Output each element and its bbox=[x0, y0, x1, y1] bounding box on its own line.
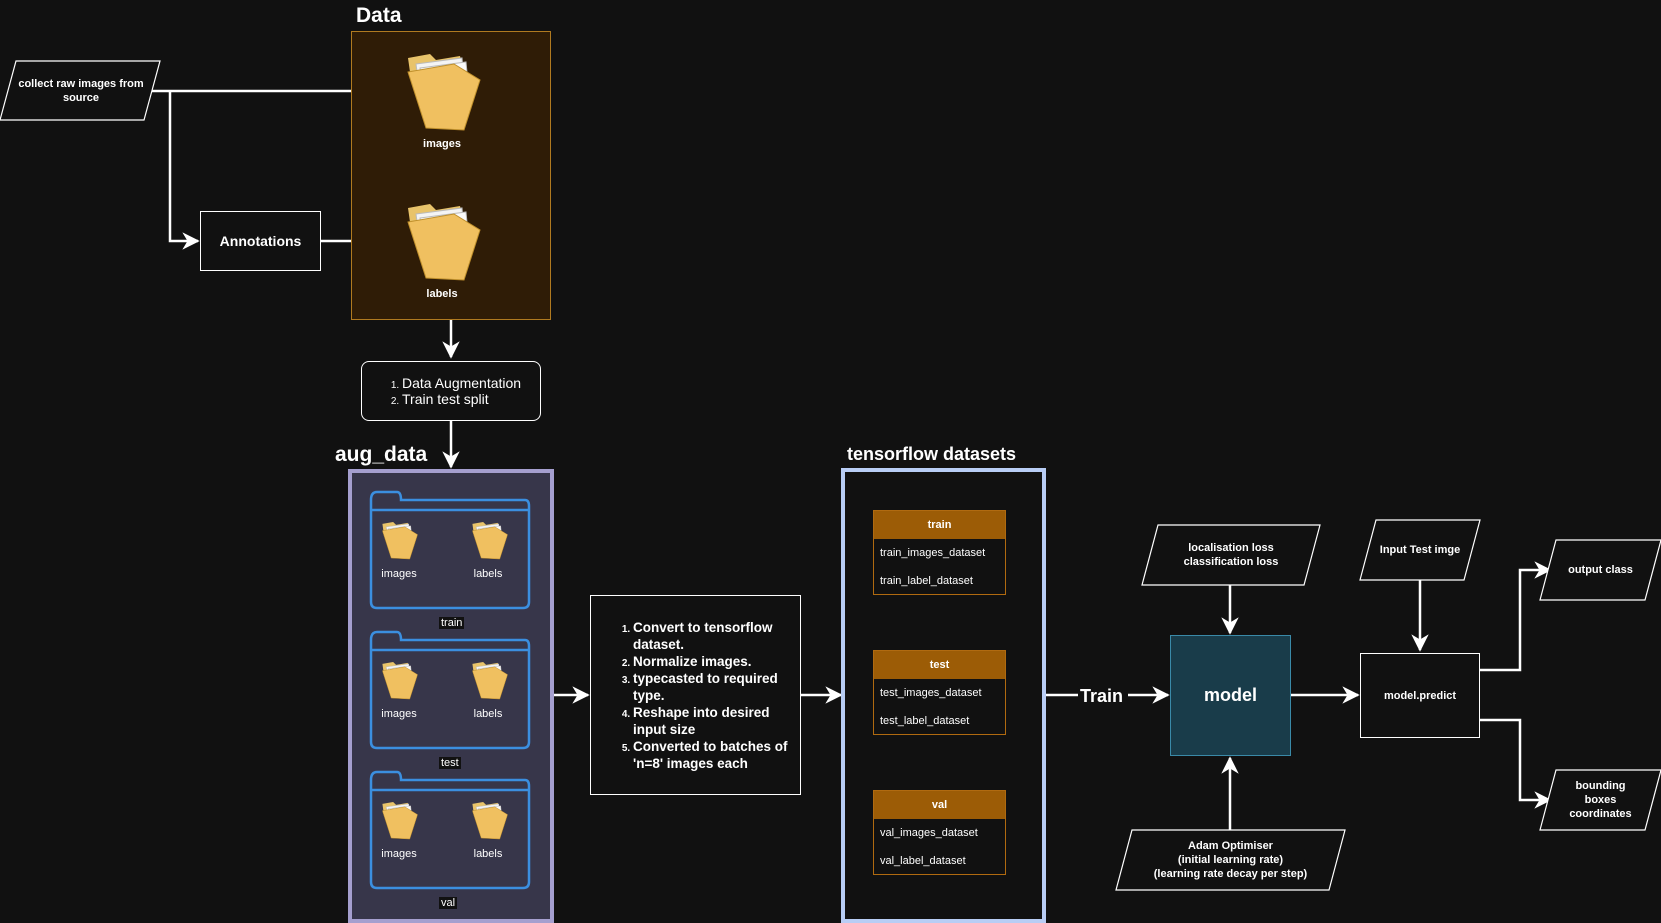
aug-folder-label: images bbox=[381, 848, 417, 860]
aug-data-title: aug_data bbox=[335, 443, 428, 466]
model-label: model bbox=[1203, 685, 1257, 705]
aug-split-label: train bbox=[439, 617, 465, 629]
predict-node[interactable]: model.predict bbox=[1360, 653, 1480, 738]
folder-icon bbox=[379, 520, 419, 565]
folder-icon bbox=[469, 800, 509, 845]
convert-step: Normalize images. bbox=[633, 653, 794, 670]
data-folder-labels-label: labels bbox=[426, 288, 458, 300]
input-label: Input Test imge bbox=[1379, 544, 1461, 556]
aug-folder-label: labels bbox=[473, 848, 503, 860]
folder-icon bbox=[379, 660, 419, 705]
source-node[interactable]: collect raw images from source bbox=[10, 61, 152, 120]
tf-card-train[interactable]: train train_images_dataset train_label_d… bbox=[873, 510, 1006, 595]
loss-node-shape bbox=[1141, 524, 1321, 586]
folder-icon bbox=[469, 660, 509, 705]
edge-predict-to-output bbox=[1480, 561, 1552, 672]
folder-icon bbox=[407, 54, 481, 131]
train-edge-label: Train bbox=[1080, 686, 1124, 707]
annotations-node[interactable]: Annotations bbox=[200, 211, 321, 271]
source-node-label: collect raw images from source bbox=[18, 77, 144, 104]
optimizer-node-shape bbox=[1115, 829, 1346, 891]
tf-card-header: train bbox=[874, 511, 1005, 539]
edge-source-to-annotations bbox=[168, 91, 200, 250]
bbox-line: boxes bbox=[1584, 794, 1617, 806]
tf-datasets-title: tensorflow datasets bbox=[847, 444, 1017, 464]
optimizer-line: Adam Optimiser bbox=[1188, 840, 1273, 852]
process-step: Data Augmentation bbox=[402, 375, 521, 391]
tf-card-header: test bbox=[874, 651, 1005, 679]
aug-data-panel bbox=[348, 469, 554, 923]
aug-folder-label: images bbox=[381, 568, 417, 580]
aug-folder-label: labels bbox=[473, 708, 503, 720]
tf-card-row: train_images_dataset bbox=[880, 547, 986, 559]
model-node[interactable]: model bbox=[1170, 635, 1291, 756]
output-class-node-shape bbox=[1539, 539, 1661, 601]
tf-card-row: val_images_dataset bbox=[880, 827, 978, 839]
convert-step: typecasted to required type. bbox=[633, 670, 794, 704]
output-class-node[interactable]: output class bbox=[1548, 540, 1653, 600]
annotations-label: Annotations bbox=[219, 233, 302, 249]
folder-outline-icon bbox=[369, 770, 531, 890]
aug-folder-label: images bbox=[381, 708, 417, 720]
tf-card-row: train_label_dataset bbox=[880, 575, 973, 587]
bbox-line: coordinates bbox=[1569, 808, 1632, 820]
predict-label: model.predict bbox=[1383, 689, 1457, 702]
optimizer-node[interactable]: Adam Optimiser (initial learning rate) (… bbox=[1124, 830, 1337, 890]
tf-card-row: test_images_dataset bbox=[880, 687, 982, 699]
aug-split-test[interactable]: images labels bbox=[369, 630, 531, 750]
bbox-node[interactable]: bounding boxes coordinates bbox=[1548, 770, 1653, 830]
convert-step: Reshape into desired input size bbox=[633, 704, 794, 738]
folder-icon bbox=[407, 204, 481, 281]
edge-predict-to-bbox bbox=[1480, 718, 1552, 809]
data-panel-title: Data bbox=[356, 4, 402, 27]
data-panel: images labels bbox=[351, 31, 551, 320]
process-step: Train test split bbox=[402, 391, 521, 407]
data-folder-images-label: images bbox=[423, 138, 461, 150]
bbox-line: bounding bbox=[1575, 780, 1626, 792]
loss-line: classification loss bbox=[1183, 556, 1279, 568]
optimizer-line: (learning rate decay per step) bbox=[1153, 868, 1308, 880]
aug-split-train[interactable]: images labels bbox=[369, 490, 531, 610]
input-node-shape bbox=[1359, 519, 1481, 581]
loss-line: localisation loss bbox=[1188, 542, 1274, 554]
convert-step: Converted to batches of 'n=8' images eac… bbox=[633, 738, 794, 772]
tf-card-row: val_label_dataset bbox=[880, 855, 966, 867]
folder-icon bbox=[469, 520, 509, 565]
folder-icon bbox=[379, 800, 419, 845]
tf-card-test[interactable]: test test_images_dataset test_label_data… bbox=[873, 650, 1006, 735]
folder-outline-icon bbox=[369, 490, 531, 610]
process-node[interactable]: Data Augmentation Train test split bbox=[361, 361, 541, 421]
tf-card-header: val bbox=[874, 791, 1005, 819]
convert-step: Convert to tensorflow dataset. bbox=[633, 619, 794, 653]
tf-card-val[interactable]: val val_images_dataset val_label_dataset bbox=[873, 790, 1006, 875]
convert-node[interactable]: Convert to tensorflow dataset. Normalize… bbox=[590, 595, 801, 795]
output-class-label: output class bbox=[1568, 564, 1633, 576]
aug-split-val[interactable]: images labels bbox=[369, 770, 531, 890]
optimizer-line: (initial learning rate) bbox=[1177, 854, 1284, 866]
folder-outline-icon bbox=[369, 630, 531, 750]
source-node-shape bbox=[0, 60, 161, 121]
aug-split-label: val bbox=[439, 897, 458, 909]
aug-split-label: test bbox=[439, 757, 461, 769]
tf-card-row: test_label_dataset bbox=[880, 715, 970, 727]
aug-folder-label: labels bbox=[473, 568, 503, 580]
loss-node[interactable]: localisation loss classification loss bbox=[1150, 525, 1312, 585]
bbox-node-shape bbox=[1539, 769, 1661, 831]
input-node[interactable]: Input Test imge bbox=[1368, 520, 1472, 580]
